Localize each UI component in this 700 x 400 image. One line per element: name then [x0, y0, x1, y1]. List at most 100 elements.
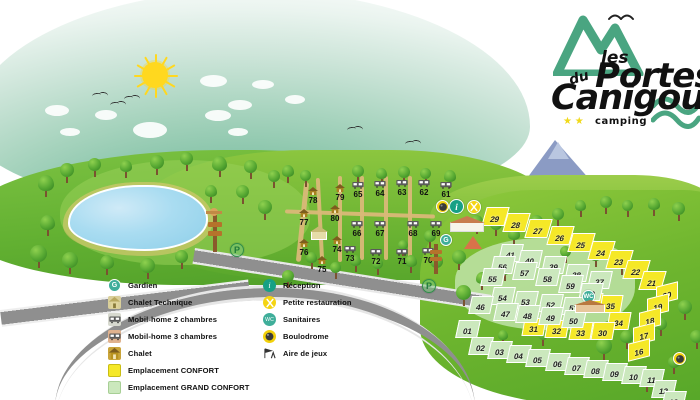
mobilhome-61[interactable]: 61 — [436, 180, 456, 200]
mobilhome-72[interactable]: 72 — [366, 247, 386, 267]
pitch-46[interactable]: 46 — [468, 296, 494, 314]
tree-trunk — [241, 198, 244, 204]
mobilhome-label: 68 — [408, 229, 418, 238]
tree-icon — [672, 202, 685, 221]
cloud-icon — [228, 100, 252, 110]
tree-trunk — [125, 172, 127, 178]
pitch-48[interactable]: 48 — [515, 305, 541, 323]
mobilhome-label: 69 — [431, 229, 441, 238]
logo[interactable]: les Portes du Canigou ★ ★ camping — [533, 4, 700, 130]
chalet-80[interactable]: 80 — [325, 204, 345, 224]
chalet-74[interactable]: 74 — [327, 235, 347, 255]
chalet-label: 78 — [308, 196, 318, 205]
mobilhome-64[interactable]: 64 — [370, 179, 390, 199]
mobilhome-62[interactable]: 62 — [414, 178, 434, 198]
legend-item-1[interactable]: Petite restauration — [263, 294, 352, 311]
legend-item-3[interactable]: Boulodrome — [263, 328, 352, 345]
chalet-technique-marker[interactable] — [310, 226, 328, 240]
reception-icon[interactable]: i — [449, 199, 464, 214]
mobilhome-71[interactable]: 71 — [392, 247, 412, 267]
tree-icon — [140, 258, 155, 279]
mobilhome-63[interactable]: 63 — [392, 178, 412, 198]
tree-icon — [60, 163, 74, 183]
tree-crown — [405, 255, 417, 267]
mobilhome-69[interactable]: 69 — [426, 219, 446, 239]
tree-crown — [330, 262, 341, 273]
mobilhome-label: 61 — [441, 190, 451, 199]
tree-trunk — [504, 275, 506, 281]
tree-crown — [268, 170, 280, 182]
tree-icon — [306, 252, 317, 269]
tree-crown — [596, 338, 612, 354]
parking-icon-2[interactable]: P — [422, 279, 436, 293]
tree-icon — [372, 258, 383, 275]
tree-trunk — [410, 267, 412, 273]
chalet-75[interactable]: 75 — [312, 255, 332, 275]
logo-text-camping: camping — [595, 116, 648, 127]
mobilhome-66[interactable]: 66 — [347, 219, 367, 239]
chalet-76[interactable]: 76 — [294, 238, 314, 258]
mobilhome-67[interactable]: 67 — [370, 219, 390, 239]
legend-item-label: Boulodrome — [283, 332, 329, 341]
tree-crown — [212, 156, 227, 171]
tree-trunk — [695, 343, 698, 349]
tree-icon — [30, 245, 47, 268]
mobilhome-label: 63 — [397, 188, 407, 197]
tree-trunk — [605, 208, 607, 214]
legend-item-label: Mobil-home 2 chambres — [128, 315, 218, 324]
tree-crown — [398, 166, 410, 178]
tree-crown — [88, 158, 101, 171]
logo-text-portes: Portes — [595, 56, 700, 96]
playground-icon — [263, 347, 276, 360]
logo-swoosh-icon — [651, 96, 700, 129]
tree-trunk — [653, 210, 655, 216]
legend-item-6[interactable]: Emplacement GRAND CONFORT — [108, 379, 249, 396]
pitch-01[interactable]: 01 — [455, 320, 481, 338]
pitch-30[interactable]: 30 — [590, 322, 616, 340]
tree-crown — [376, 168, 387, 179]
cloud-icon — [205, 110, 231, 121]
tree-icon — [648, 198, 660, 216]
tree-trunk — [264, 214, 266, 220]
reception-building — [449, 216, 485, 232]
restaurant-icon[interactable] — [467, 200, 481, 214]
toilets-wc-icon[interactable]: WC — [582, 290, 595, 303]
chalet-77[interactable]: 77 — [294, 208, 314, 228]
mobilhome-65[interactable]: 65 — [348, 180, 368, 200]
chalet-label: 74 — [332, 245, 342, 254]
pitch-13[interactable]: 13 — [661, 391, 687, 400]
gardien-icon[interactable]: G — [440, 234, 452, 246]
parking-icon-1[interactable]: P — [230, 243, 244, 257]
legend-item-1[interactable]: Chalet Technique — [108, 294, 249, 311]
pitch-57[interactable]: 57 — [512, 262, 538, 280]
tree-icon — [678, 300, 692, 320]
mobilhome-73[interactable]: 73 — [340, 244, 360, 264]
pitch-49[interactable]: 49 — [538, 307, 564, 325]
legend-item-2[interactable]: Mobil-home 2 chambres — [108, 311, 249, 328]
mobilhome-68[interactable]: 68 — [403, 219, 423, 239]
tree-icon — [150, 155, 164, 175]
logo-text-canigou: Canigou — [551, 78, 700, 118]
boulodrome-icon[interactable] — [436, 200, 449, 213]
boulodrome-icon — [263, 330, 276, 343]
tree-trunk — [66, 177, 68, 183]
tree-crown — [452, 250, 466, 264]
legend-item-4[interactable]: Aire de jeux — [263, 345, 352, 362]
tree-icon — [62, 252, 78, 274]
legend-item-5[interactable]: Emplacement CONFORT — [108, 362, 249, 379]
legend-item-label: Réception — [283, 281, 321, 290]
tree-trunk — [37, 262, 40, 268]
pitch-55[interactable]: 55 — [480, 268, 506, 286]
chalet-78[interactable]: 78 — [303, 186, 323, 206]
legend-item-3[interactable]: Mobil-home 3 chambres — [108, 328, 249, 345]
mobilhome-3-icon — [108, 330, 121, 343]
chalet-79[interactable]: 79 — [330, 183, 350, 203]
pitch-58[interactable]: 58 — [535, 268, 561, 286]
boulodrome-icon-2[interactable] — [673, 352, 686, 365]
tree-trunk — [594, 261, 597, 267]
legend-item-4[interactable]: Chalet — [108, 345, 249, 362]
